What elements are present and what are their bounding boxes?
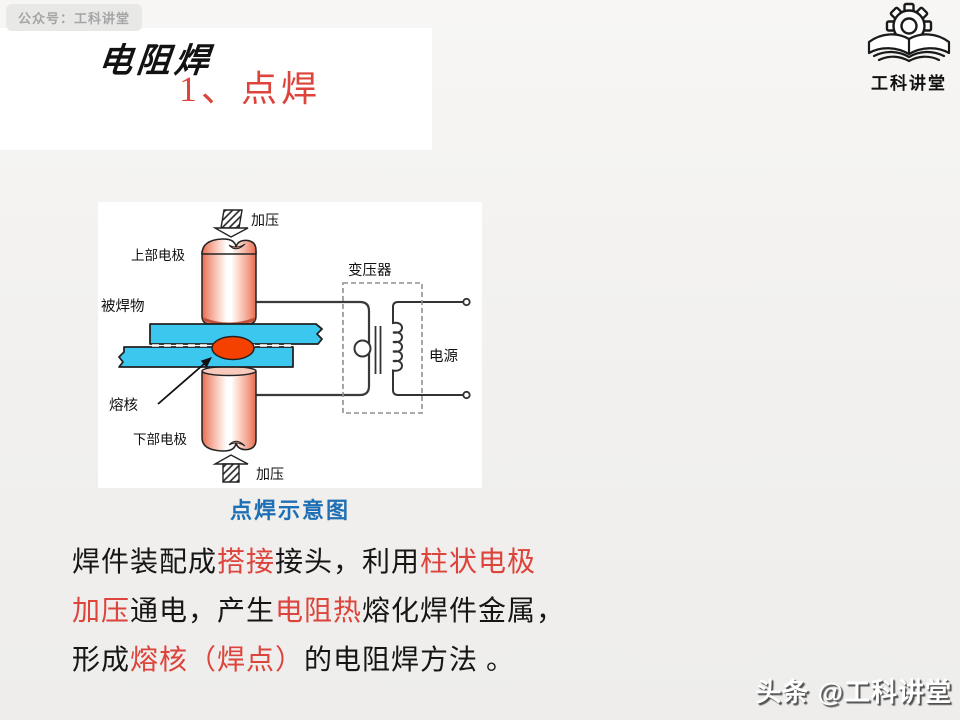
label-press-top: 加压 — [251, 212, 279, 228]
label-press-bottom: 加压 — [256, 466, 284, 482]
label-upper-electrode: 上部电极 — [131, 248, 185, 263]
secondary-turn-symbol — [353, 339, 372, 358]
label-lower-electrode: 下部电极 — [133, 432, 187, 447]
label-power-source: 电源 — [429, 348, 458, 365]
text-segment: 熔化焊件金属， — [362, 596, 566, 627]
text-segment: 加压 — [72, 596, 131, 627]
title-backdrop — [0, 28, 432, 150]
label-nugget: 熔核 — [109, 397, 138, 414]
text-segment: 接头，利用 — [275, 547, 421, 578]
pressure-arrow-bottom — [212, 454, 249, 483]
text-segment: 通电，产生 — [130, 596, 276, 627]
section-title: 1、点焊 — [179, 69, 322, 109]
primary-circuit-wire — [392, 301, 464, 396]
label-transformer: 变压器 — [348, 262, 392, 279]
nugget-arrowhead — [200, 357, 212, 368]
account-badge: 公众号：工科讲堂 — [6, 4, 143, 31]
body-paragraph: 焊件装配成搭接接头，利用柱状电极 加压通电，产生电阻热熔化焊件金属， 形成熔核（… — [72, 538, 572, 685]
text-segment: 搭接 — [217, 547, 276, 578]
pressure-arrow-top — [212, 209, 249, 238]
text-segment: 形成 — [72, 645, 131, 676]
label-workpiece: 被焊物 — [101, 298, 145, 315]
lower-electrode-shape — [201, 365, 257, 452]
brand-logo-label: 工科讲堂 — [871, 74, 947, 93]
spot-welding-diagram: 加压 上部电极 变压器 被焊物 电源 熔核 下部电极 加压 — [98, 202, 482, 488]
body-line: 加压通电，产生电阻热熔化焊件金属， — [72, 587, 572, 636]
watermark: 头条 @工科讲堂 — [755, 677, 952, 707]
power-terminal — [462, 390, 471, 400]
gear-book-icon — [867, 2, 951, 63]
weld-nugget — [211, 335, 255, 361]
text-segment: 熔核（焊点） — [130, 645, 305, 676]
text-segment: 焊件装配成 — [72, 547, 218, 578]
nugget-arrow — [157, 363, 205, 405]
power-terminal — [462, 297, 471, 307]
text-segment: 的电阻焊方法 。 — [304, 645, 516, 676]
diagram-caption: 点焊示意图 — [229, 498, 350, 523]
transformer-dashed-box — [342, 282, 423, 414]
brand-logo: 工科讲堂 — [861, 2, 957, 94]
text-segment: 电阻热 — [275, 596, 363, 627]
body-line: 形成熔核（焊点）的电阻焊方法 。 — [72, 636, 572, 685]
diagram-canvas: 加压 上部电极 变压器 被焊物 电源 熔核 下部电极 加压 — [101, 209, 471, 483]
text-segment: 柱状电极 — [420, 547, 537, 578]
body-line: 焊件装配成搭接接头，利用柱状电极 — [72, 538, 572, 587]
workpiece-plate-top — [149, 323, 323, 345]
upper-electrode-shape — [201, 238, 257, 326]
